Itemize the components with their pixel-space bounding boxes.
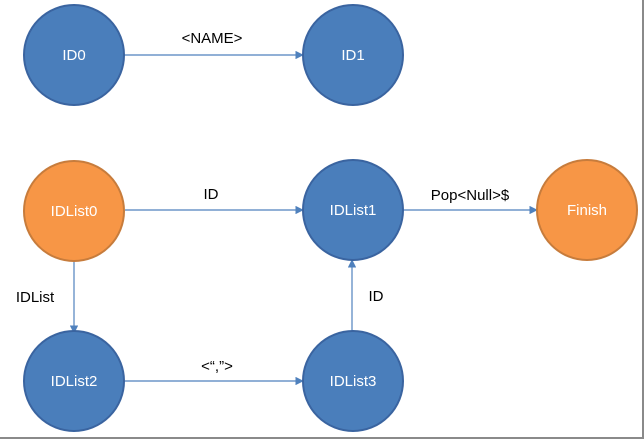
node-label-idlist0: IDList0 — [51, 203, 98, 220]
node-label-id1: ID1 — [341, 47, 364, 64]
node-label-idlist3: IDList3 — [330, 373, 377, 390]
node-label-id0: ID0 — [62, 47, 85, 64]
node-label-idlist2: IDList2 — [51, 373, 98, 390]
node-finish: Finish — [536, 159, 638, 261]
node-idlist2: IDList2 — [23, 330, 125, 432]
node-idlist0: IDList0 — [23, 160, 125, 262]
edge-label-idlist0-idlist2: IDList — [16, 289, 55, 306]
edge-label-id0-id1: <NAME> — [182, 30, 243, 47]
edge-label-idlist0-idlist1: ID — [204, 186, 219, 203]
node-label-idlist1: IDList1 — [330, 202, 377, 219]
edge-label-idlist3-idlist1: ID — [369, 288, 384, 305]
node-label-finish: Finish — [567, 202, 607, 219]
node-id0: ID0 — [23, 4, 125, 106]
node-idlist3: IDList3 — [302, 330, 404, 432]
node-id1: ID1 — [302, 4, 404, 106]
edge-label-idlist1-finish: Pop<Null>$ — [431, 187, 510, 204]
edge-label-idlist2-idlist3: <“,”> — [201, 358, 233, 375]
node-idlist1: IDList1 — [302, 159, 404, 261]
